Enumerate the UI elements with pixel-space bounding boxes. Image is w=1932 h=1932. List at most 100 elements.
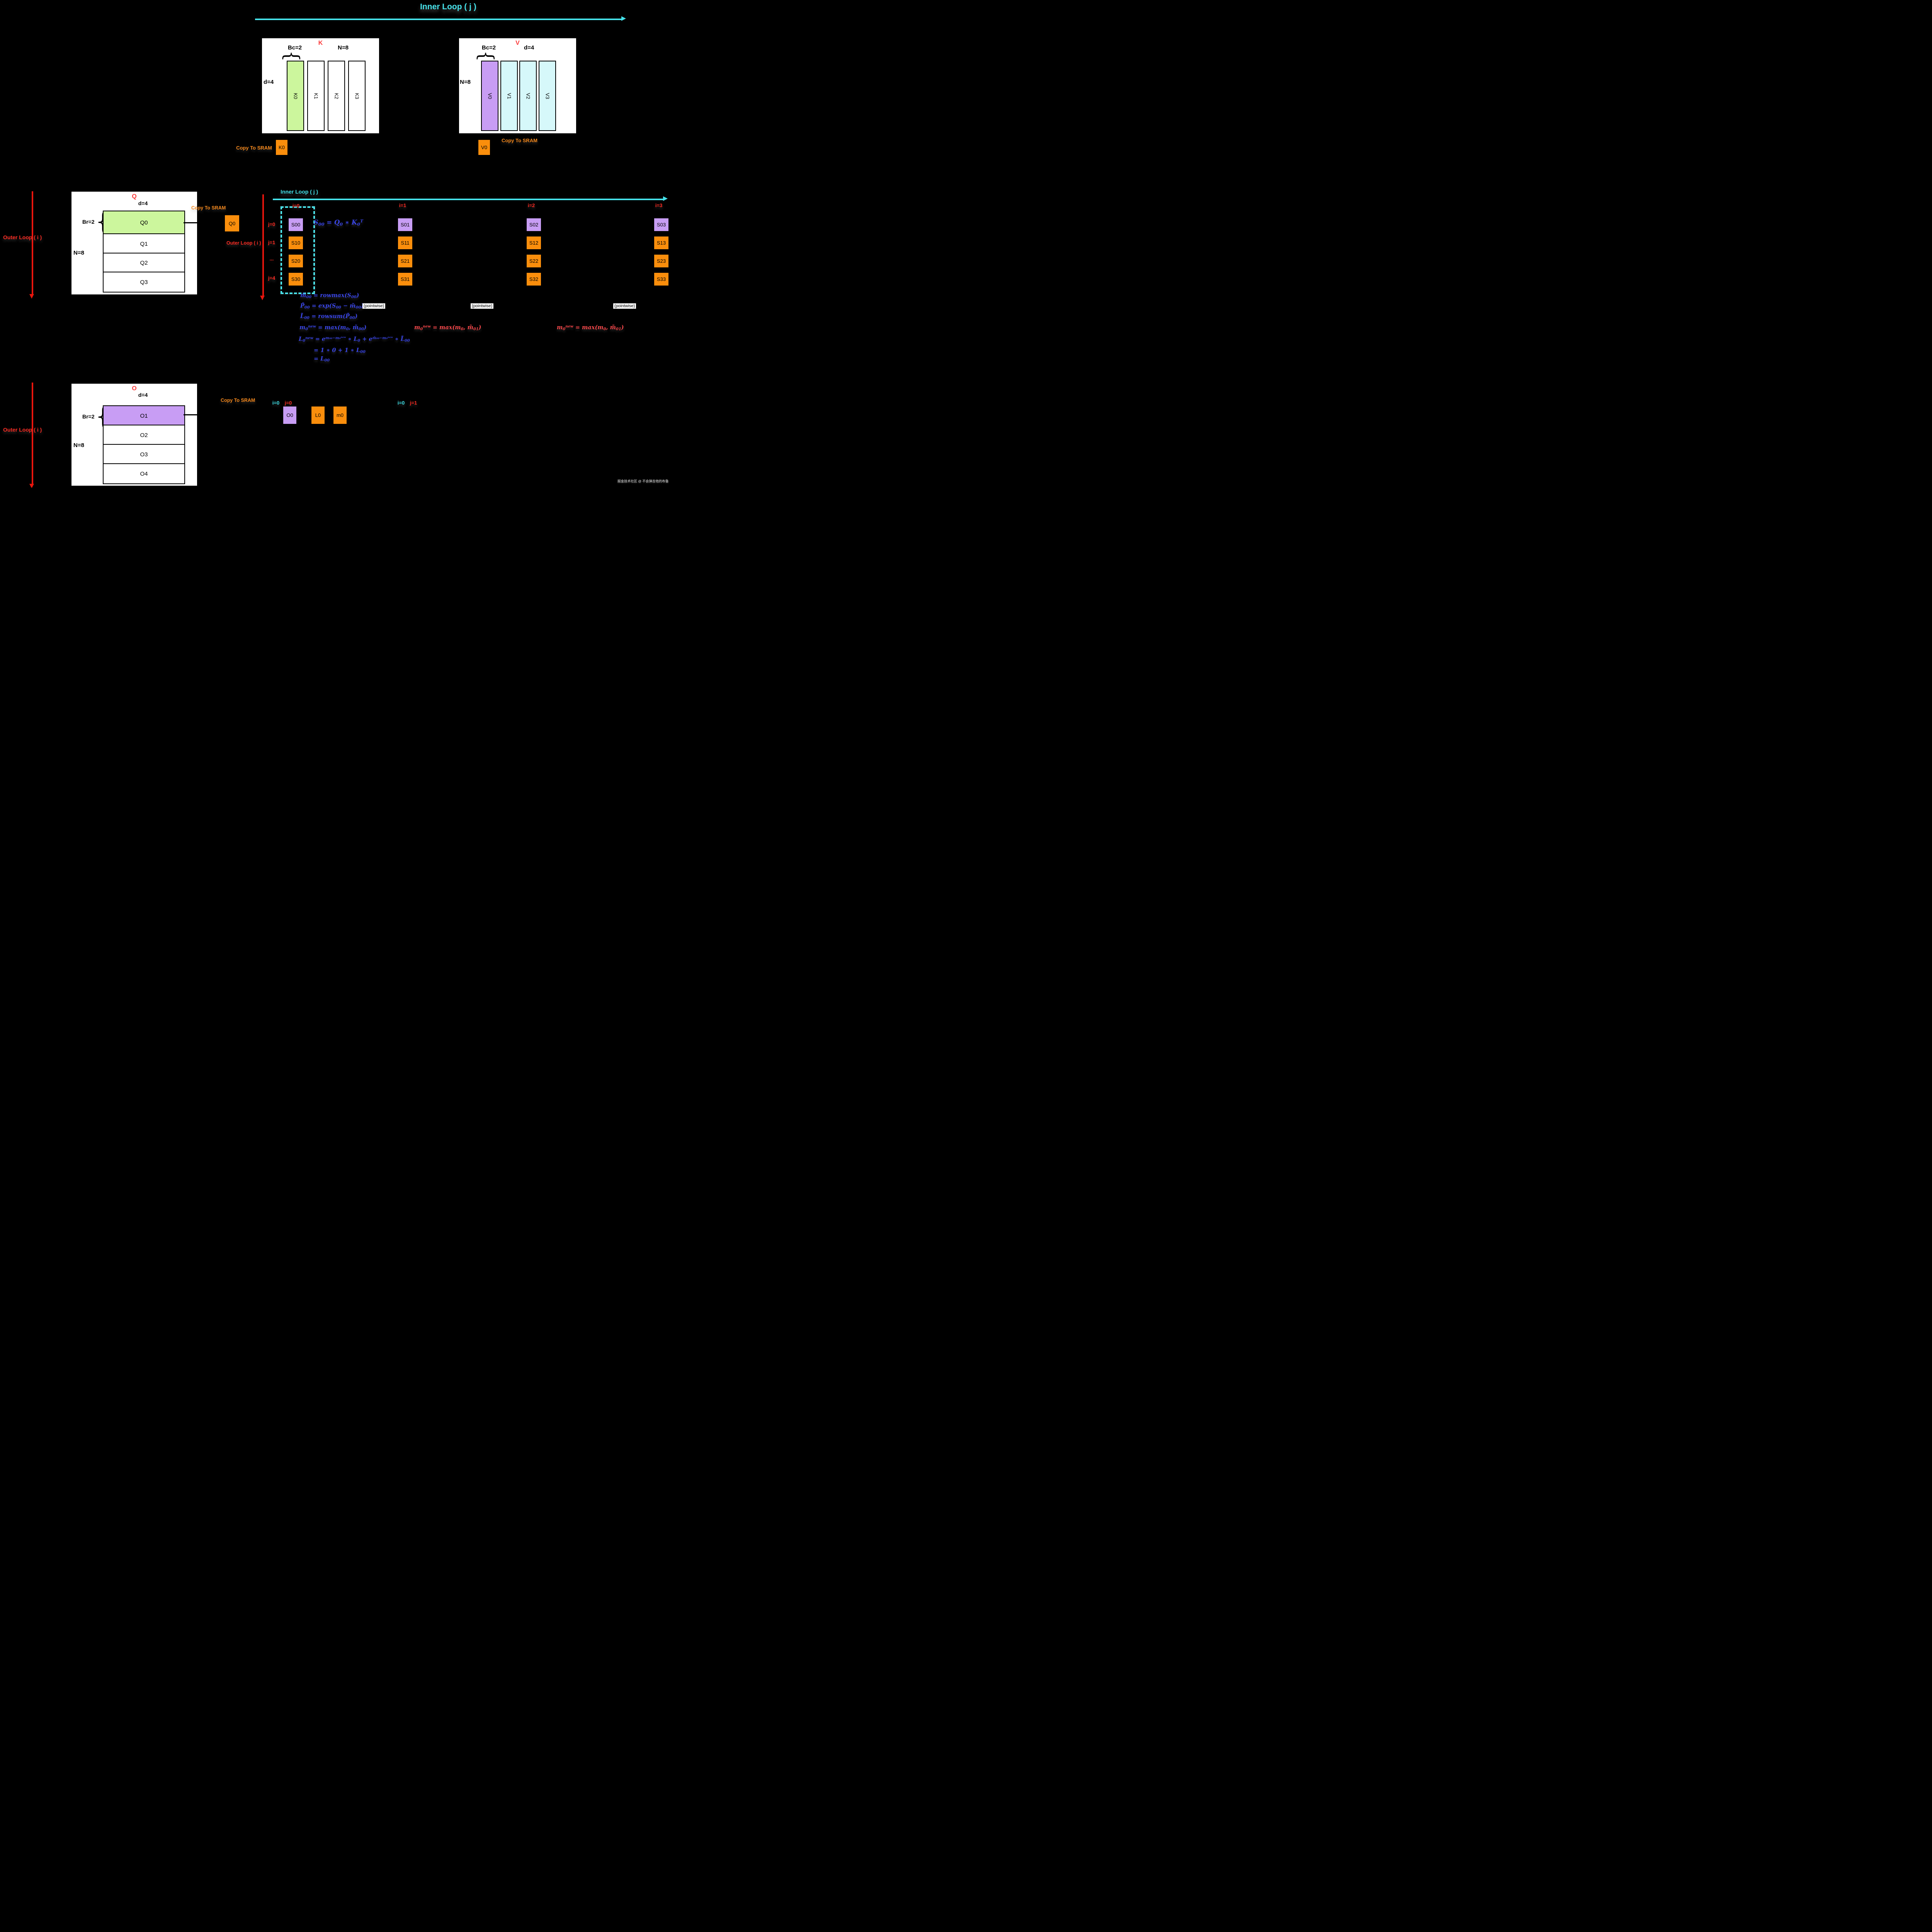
flash-attention-diagram: Inner Loop ( j ) K Bc=2 N=8 { d=4 K0 K1 …: [0, 0, 669, 488]
s-col0-dashed-box: [281, 206, 315, 294]
s-col1-header: i=1: [399, 202, 406, 208]
s-row2-label: ...: [269, 256, 274, 262]
k-col-0-label: K0: [293, 93, 298, 99]
bottom-left-j-label: j=0: [284, 400, 292, 406]
q-matrix-panel: Q d=4 { Br=2 N=8 Q0 Q1 Q2 Q3: [71, 192, 197, 294]
pointwise-label-1: (pointwise): [471, 303, 494, 309]
s-cell: S21: [398, 255, 412, 267]
bottom-right-i-label: i=0: [397, 400, 405, 406]
v0-sram-box: V0: [478, 140, 490, 155]
v-col-0: V0: [481, 61, 498, 131]
v-col-1: V1: [500, 61, 518, 131]
s-cell: S20: [289, 255, 303, 267]
k-matrix-panel: K Bc=2 N=8 { d=4 K0 K1 K2 K3: [262, 38, 379, 133]
v-col-2: V2: [519, 61, 537, 131]
o-row-3: O4: [103, 463, 185, 484]
v-title: V: [515, 40, 520, 46]
v-col-3: V3: [539, 61, 556, 131]
s-col3-header: i=3: [655, 202, 663, 208]
k-bc-label: Bc=2: [287, 44, 302, 51]
v-matrix-panel: V Bc=2 d=4 { N=8 V0 V1 V2 V3: [459, 38, 576, 133]
k-col-1-label: K1: [313, 93, 319, 99]
m0-sram-box: m0: [333, 406, 347, 424]
q-row-3: Q3: [103, 272, 185, 293]
s-cell: S00: [289, 218, 303, 231]
v-col-0-label: V0: [487, 93, 493, 99]
s-cell: S12: [527, 236, 541, 249]
m00-formula: m̃00 = rowmax(S00): [300, 292, 359, 299]
p00-formula: P̃00 = exp(S00 − m̃00): [300, 303, 364, 310]
k-col-3: K3: [348, 61, 366, 131]
inner-loop-mid-arrow-icon: [273, 196, 668, 201]
lnew-formula-line2: = 1 ∗ 0 + 1 ∗ L00: [314, 347, 366, 354]
q-d-label: d=4: [138, 200, 148, 206]
inner-loop-top-arrow-icon: [255, 16, 626, 21]
s-cell: S33: [654, 273, 668, 286]
o-title: O: [132, 385, 137, 392]
s-row1-label: j=1: [268, 240, 276, 245]
s-row0-label: j=0: [268, 221, 276, 227]
k0-sram-box: K0: [276, 140, 287, 155]
o-matrix-panel: O d=4 { Br=2 N=8 O1 O2 O3 O4: [71, 384, 197, 486]
v-copy-to-sram-label: Copy To SRAM: [502, 138, 537, 143]
s-cell: S23: [654, 255, 668, 267]
inner-loop-top-label: Inner Loop ( j ): [420, 2, 476, 11]
mnew-formula: m0new = max(m0, m̃00): [299, 324, 367, 332]
s-cell: S02: [527, 218, 541, 231]
k-col-2: K2: [328, 61, 345, 131]
k-col-3-label: K3: [354, 93, 360, 99]
pointwise-label-2: (pointwise): [613, 303, 636, 309]
o-row-1: O2: [103, 425, 185, 446]
s-col2-header: i=2: [527, 202, 535, 208]
s-cell: S03: [654, 218, 668, 231]
lnew-formula: L0new = em₀₀−m₀ⁿᵉʷ ∗ L0 + em̃₀₀−m₀ⁿᵉʷ ∗ …: [299, 336, 410, 343]
q-n-label: N=8: [73, 250, 84, 256]
k-title: K: [318, 40, 323, 46]
k-copy-to-sram-label: Copy To SRAM: [236, 145, 272, 151]
outer-loop-o-arrow-icon: [29, 383, 34, 488]
v-col-3-label: V3: [544, 93, 550, 99]
outer-loop-o-label: Outer Loop ( i ): [3, 427, 42, 433]
k-bc-brace-icon: {: [281, 51, 303, 61]
s-cell: S30: [289, 273, 303, 286]
k-n-label: N=8: [338, 44, 349, 51]
q-title: Q: [132, 193, 137, 200]
outer-loop-q-label: Outer Loop ( i ): [3, 234, 42, 240]
s-cell: S22: [527, 255, 541, 267]
k-col-0: K0: [287, 61, 304, 131]
o-br-label: Br=2: [82, 413, 95, 420]
s-cell: S10: [289, 236, 303, 249]
q-br-label: Br=2: [82, 219, 95, 225]
s-cell: S31: [398, 273, 412, 286]
q-row-2: Q2: [103, 253, 185, 273]
s-cell: S13: [654, 236, 668, 249]
o-row-2: O3: [103, 444, 185, 465]
pointwise-label-0: (pointwise): [362, 303, 386, 309]
mnew-col1-formula: m0new = max(m0, m̃01): [414, 324, 481, 332]
o0-sram-box: O0: [283, 406, 296, 424]
s-cell: S01: [398, 218, 412, 231]
inner-loop-mid-label: Inner Loop ( j ): [281, 189, 318, 195]
bottom-right-j-label: j=1: [410, 400, 417, 406]
k-col-2-label: K2: [333, 93, 339, 99]
mnew-col2-formula: m0new = max(m0, m̃01): [557, 324, 624, 332]
v-bc-label: Bc=2: [481, 44, 496, 51]
v-n-label: N=8: [460, 79, 471, 85]
s-cell: S32: [527, 273, 541, 286]
outer-loop-s-label: Outer Loop ( i ): [226, 240, 261, 246]
s00-formula: S00 = Q0 ∗ K0T: [314, 219, 363, 227]
k-d-label: d=4: [264, 79, 274, 85]
q0-connector-line: [184, 222, 225, 223]
bottom-left-i-label: i=0: [272, 400, 280, 406]
q-copy-to-sram-label: Copy To SRAM: [191, 205, 226, 211]
k0-connector-line-h: [287, 146, 293, 148]
o-d-label: d=4: [138, 392, 148, 398]
l0-sram-box: L0: [311, 406, 325, 424]
o-n-label: N=8: [73, 442, 84, 449]
lnew-formula-line3: = L00: [314, 355, 330, 363]
l00-formula: L̃00 = rowsum(P̃00): [300, 313, 358, 320]
o-row-0: O1: [103, 405, 185, 426]
outer-loop-s-arrow-icon: [260, 194, 265, 300]
k-col-1: K1: [307, 61, 325, 131]
v-bc-brace-icon: {: [475, 51, 498, 61]
